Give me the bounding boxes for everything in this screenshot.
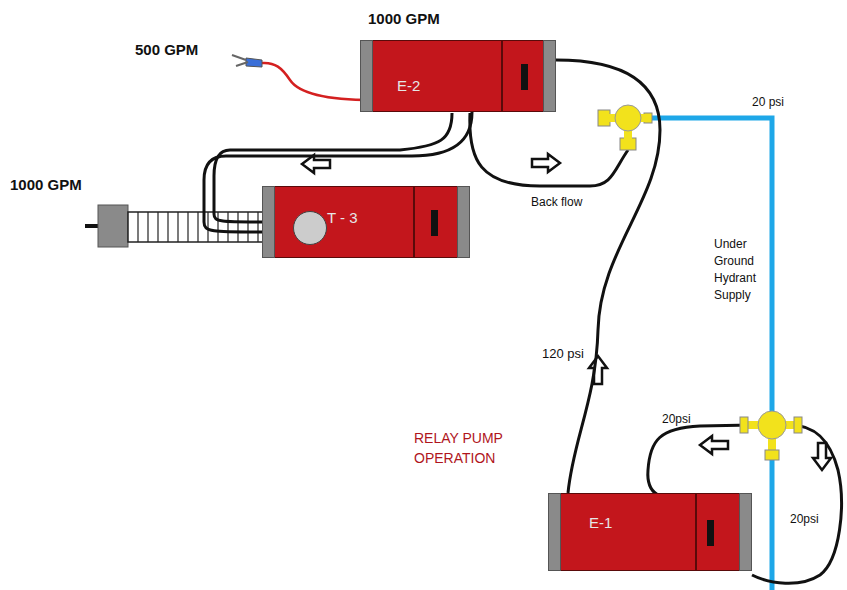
supply-note: Under Ground Hydrant Supply (714, 236, 768, 304)
pressure-label: 20psi (662, 412, 691, 426)
unit-name: T - 3 (327, 209, 358, 226)
cab-divider (413, 187, 415, 257)
hydrant-valve (598, 105, 652, 150)
ladder-rung (137, 212, 138, 242)
ladder-rung (247, 212, 248, 242)
diagram-title: RELAY PUMP OPERATION (414, 428, 544, 468)
pressure-label: 20 psi (752, 95, 784, 109)
door-handle (707, 520, 714, 546)
unit-name: E-2 (397, 77, 420, 94)
end-cap (548, 493, 561, 571)
flow-rate: 1000 GPM (368, 10, 440, 27)
ladder-rung (157, 212, 158, 242)
relay-engine: E-1 (548, 493, 752, 571)
hydrant-valve (740, 411, 802, 460)
hose-note: Back flow (531, 195, 582, 209)
pressure-label: 20psi (790, 512, 819, 526)
turntable (293, 211, 327, 245)
ladder-rung (177, 212, 178, 242)
aerial-ladder (85, 205, 278, 247)
ladder-rung (197, 212, 198, 242)
door-handle (521, 64, 528, 90)
aerial-truck: T - 3 (262, 186, 470, 258)
flow-rate: 500 GPM (135, 41, 198, 58)
ladder-rung (227, 212, 228, 242)
ladder-rung (207, 212, 208, 242)
ladder-rung (167, 212, 168, 242)
cab-divider (695, 494, 697, 570)
ladder-rung (147, 212, 148, 242)
end-cap (457, 186, 470, 258)
handline (262, 63, 372, 100)
ladder-rung (237, 212, 238, 242)
end-cap (543, 40, 556, 112)
intake-hose (648, 425, 752, 500)
cab-divider (501, 41, 503, 111)
door-handle (431, 210, 438, 236)
ladder-rung (217, 212, 218, 242)
nozzle (232, 55, 262, 67)
end-cap (739, 493, 752, 571)
ladder-rung (257, 212, 258, 242)
end-cap (360, 40, 373, 112)
intake-hose (752, 425, 841, 583)
pumper-engine: E-2 (360, 40, 556, 112)
unit-name: E-1 (589, 514, 612, 531)
hose-line (556, 60, 660, 493)
ladder-rung (187, 212, 188, 242)
flow-rate: 1000 GPM (10, 176, 82, 193)
end-cap (262, 186, 275, 258)
pressure-label: 120 psi (540, 346, 586, 361)
